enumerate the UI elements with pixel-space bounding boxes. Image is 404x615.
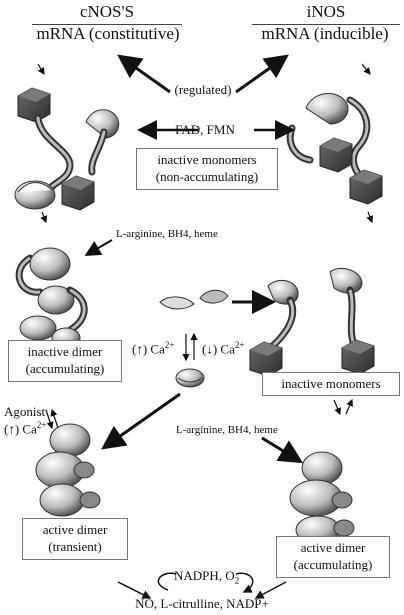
- calcium-up-label: (↑) Ca2+: [132, 340, 174, 357]
- agonist-label: Agonist: [4, 404, 45, 420]
- active-dimer-accumulating-illustration: [290, 452, 354, 544]
- inactive-dimer-illustration: [19, 248, 84, 348]
- cofactors-label: FAD, FMN: [170, 122, 240, 138]
- cnos-monomers-illustration: [15, 88, 119, 210]
- inactive-monomers-nonaccumulating-box: inactive monomers (non-accumulating): [136, 148, 278, 190]
- active-dimer-accumulating-line2: (accumulating): [277, 557, 389, 573]
- substrates-label-bottom: L-arginine, BH4, heme: [176, 424, 278, 436]
- active-dimer-accumulating-box: active dimer (accumulating): [276, 536, 390, 578]
- active-dimer-transient-illustration: [36, 424, 100, 516]
- inos-monomer-pair-middle: [250, 268, 374, 376]
- inactive-monomers-nonaccumulating-line1: inactive monomers: [137, 152, 277, 168]
- inactive-dimer-line2: (accumulating): [9, 361, 121, 377]
- inactive-dimer-box: inactive dimer (accumulating): [8, 340, 122, 382]
- inos-subtitle: mRNA (inducible): [250, 24, 400, 44]
- inactive-monomers-box: inactive monomers: [262, 372, 400, 396]
- active-dimer-accumulating-line1: active dimer: [277, 540, 389, 556]
- regulated-label: (regulated): [148, 82, 258, 98]
- cnos-title: cNOS'S: [52, 2, 162, 22]
- active-dimer-transient-line2: (transient): [23, 539, 127, 555]
- cnos-subtitle: mRNA (constitutive): [28, 24, 188, 44]
- agonist-calcium-label: (↑) Ca2+: [4, 420, 46, 437]
- calcium-down-label: (↓) Ca2+: [202, 340, 244, 357]
- inactive-monomers-nonaccumulating-line2: (non-accumulating): [137, 169, 277, 185]
- active-dimer-transient-box: active dimer (transient): [22, 518, 128, 560]
- inos-title: iNOS: [286, 2, 366, 22]
- inos-monomers-illustration: [290, 93, 382, 204]
- active-dimer-transient-line1: active dimer: [23, 522, 127, 538]
- inactive-monomers-label: inactive monomers: [263, 376, 399, 392]
- products-label: NO, L-citrulline, NADP+: [112, 596, 292, 612]
- substrates-label-top: L-arginine, BH4, heme: [116, 228, 218, 240]
- inactive-dimer-line1: inactive dimer: [9, 344, 121, 360]
- nadph-label: NADPH, O2: [174, 568, 239, 586]
